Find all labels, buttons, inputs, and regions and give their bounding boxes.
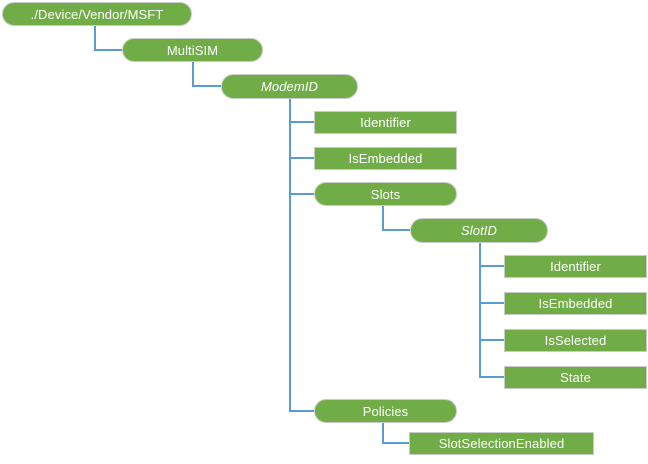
edge-root-multisim bbox=[94, 26, 122, 51]
node-label-slot-isembedded: IsEmbedded bbox=[538, 296, 613, 311]
node-modemid: ModemID bbox=[221, 74, 358, 99]
node-label-slotid: SlotID bbox=[460, 223, 497, 238]
node-modem-identifier: Identifier bbox=[314, 111, 457, 134]
edge-modemid-slots bbox=[289, 99, 314, 195]
edge-policies-slotselectionenabled bbox=[382, 423, 409, 444]
node-label-modem-isembedded: IsEmbedded bbox=[348, 151, 423, 166]
node-label-modemid: ModemID bbox=[260, 79, 319, 94]
edge-slotid-state bbox=[479, 243, 504, 378]
node-label-policies: Policies bbox=[362, 403, 409, 419]
edge-slotid-isselected bbox=[479, 243, 504, 341]
node-multisim: MultiSIM bbox=[122, 38, 263, 62]
edge-slots-slotid bbox=[382, 206, 410, 231]
edge-modemid-isembedded bbox=[289, 99, 314, 159]
edge-multisim-modemid bbox=[192, 62, 221, 87]
node-slotselectionenabled: SlotSelectionEnabled bbox=[409, 432, 594, 455]
node-slot-state: State bbox=[504, 366, 647, 389]
node-slot-identifier: Identifier bbox=[504, 255, 647, 278]
node-label-root: ./Device/Vendor/MSFT bbox=[30, 6, 164, 22]
node-slot-isembedded: IsEmbedded bbox=[504, 292, 647, 315]
edge-modemid-policies bbox=[289, 99, 314, 412]
node-label-slot-state: State bbox=[560, 370, 591, 385]
edge-modemid-identifier bbox=[289, 99, 314, 123]
node-label-multisim: MultiSIM bbox=[166, 42, 219, 58]
node-modem-isembedded: IsEmbedded bbox=[314, 147, 457, 170]
node-label-slot-isselected: IsSelected bbox=[544, 333, 607, 348]
node-slots: Slots bbox=[314, 182, 457, 206]
node-label-slotselectionenabled: SlotSelectionEnabled bbox=[438, 436, 565, 451]
node-slotid: SlotID bbox=[410, 218, 548, 243]
node-policies: Policies bbox=[314, 399, 457, 423]
node-label-modem-identifier: Identifier bbox=[360, 115, 411, 130]
node-label-slot-identifier: Identifier bbox=[550, 259, 601, 274]
node-root: ./Device/Vendor/MSFT bbox=[2, 2, 192, 26]
node-label-slots: Slots bbox=[370, 186, 401, 202]
edge-slotid-isembedded bbox=[479, 243, 504, 304]
node-slot-isselected: IsSelected bbox=[504, 329, 647, 352]
edge-slotid-identifier bbox=[479, 243, 504, 267]
